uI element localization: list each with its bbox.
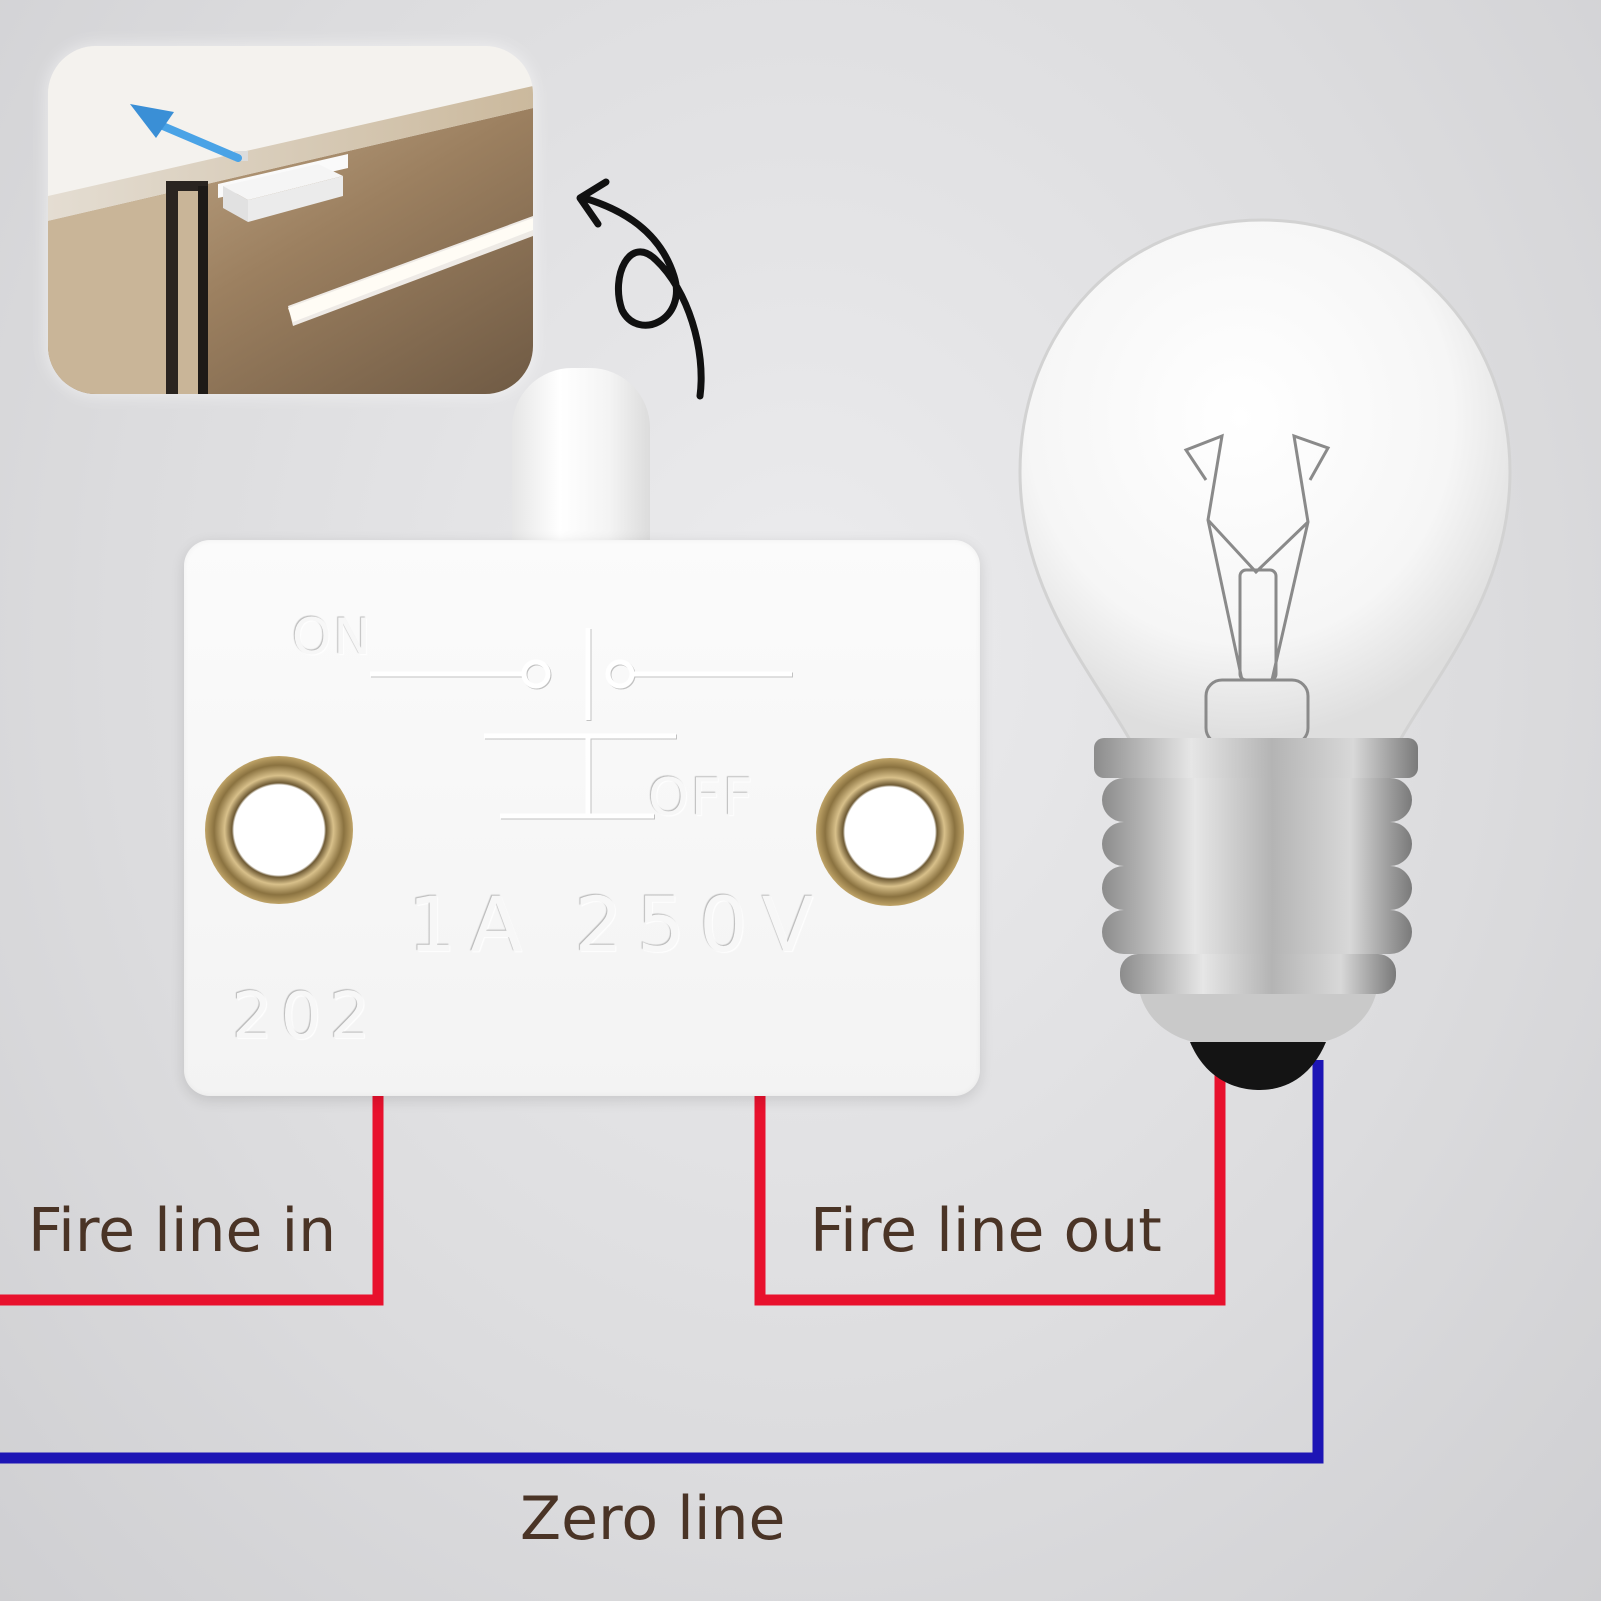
right-terminal-eyelet: [816, 758, 964, 906]
curly-arrow-icon: [576, 178, 705, 400]
switch-off-label: OFF: [648, 768, 755, 828]
left-terminal-eyelet: [205, 756, 353, 904]
cabinet-photo-illustration: [48, 46, 533, 394]
light-bulb-icon: [1018, 218, 1512, 1090]
fire-line-out-wire: [754, 1060, 1226, 1306]
switch-plunger: [512, 368, 650, 548]
zero-line-wire: [0, 1060, 1324, 1464]
switch-model-label: 202: [232, 980, 379, 1054]
zero-line-label: Zero line: [520, 1484, 786, 1554]
switch-on-label: ON: [292, 608, 373, 666]
fire-line-out-label: Fire line out: [810, 1196, 1162, 1266]
push-direction-arrow: [130, 104, 242, 162]
switch-rating-label: 1A 250V: [408, 880, 828, 969]
fire-line-in-wire: [0, 1090, 384, 1306]
switch-symbol-icon: [370, 628, 792, 819]
fire-line-in-label: Fire line in: [28, 1196, 337, 1266]
cabinet-inset-photo: [48, 46, 533, 394]
